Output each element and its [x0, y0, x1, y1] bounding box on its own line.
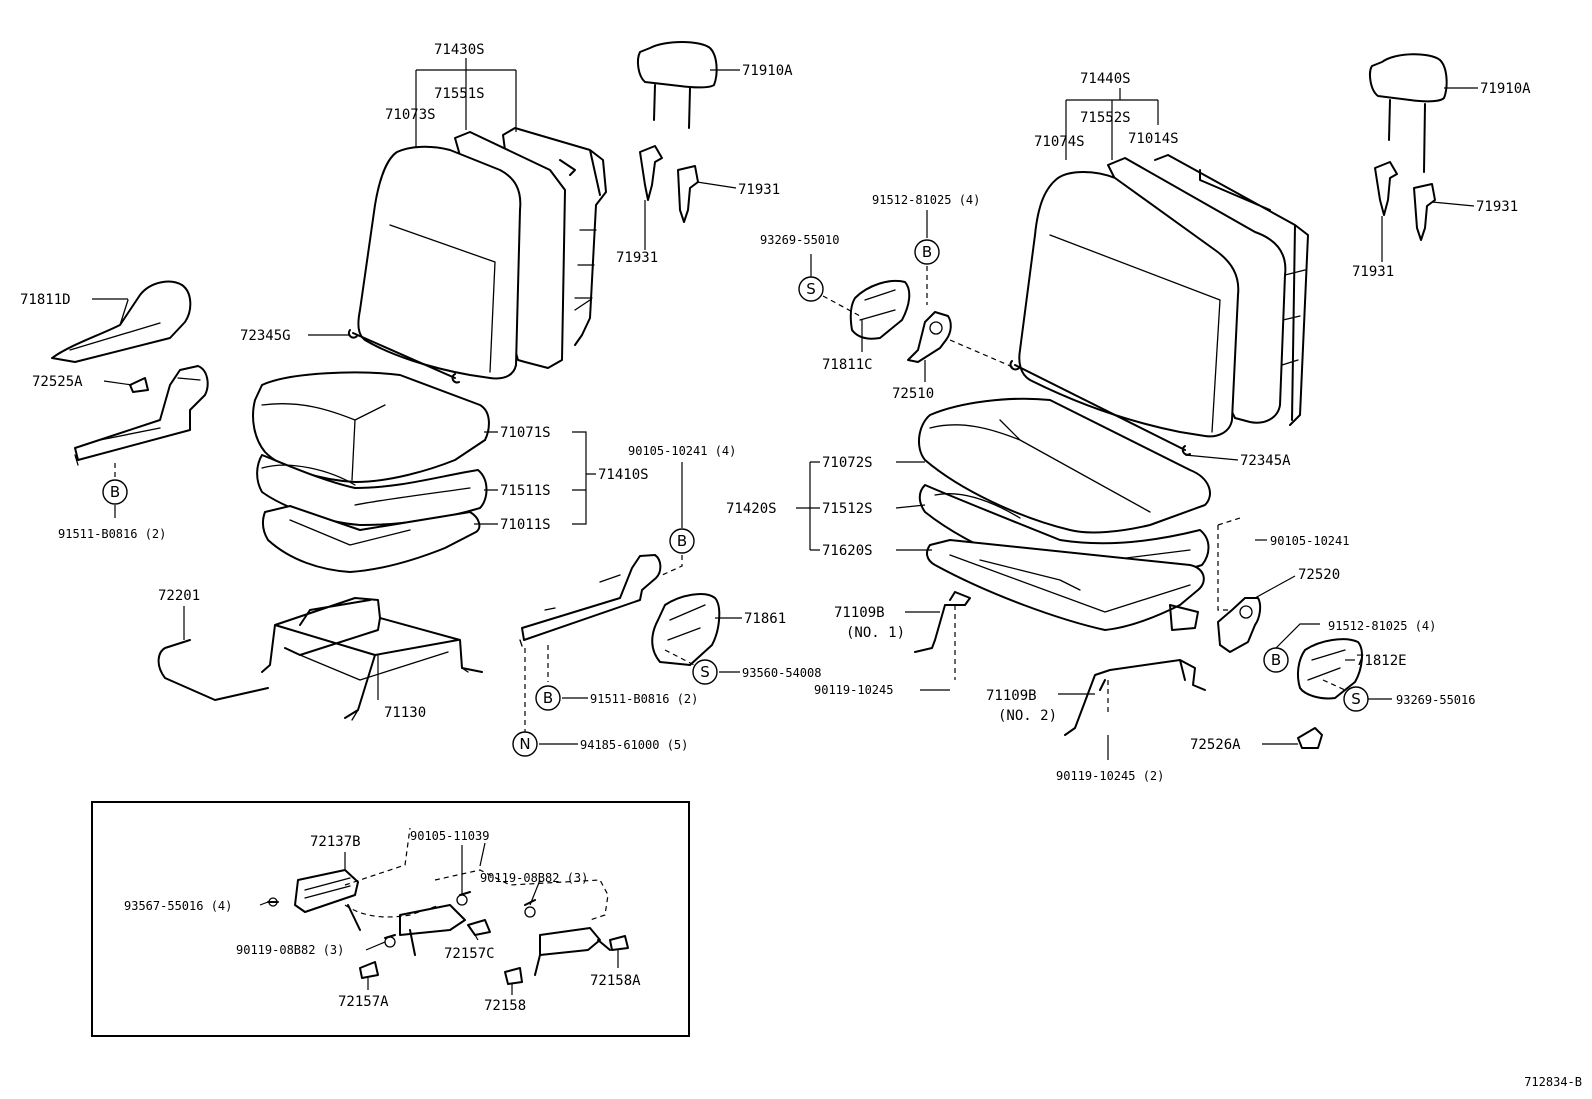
label-91511-b0816-left: 91511-B0816 (2) — [58, 527, 166, 541]
circle-b-3: B — [543, 689, 553, 707]
label-71014S: 71014S — [1128, 131, 1179, 147]
circle-b-5: B — [1271, 651, 1281, 669]
label-93567-55016: 93567-55016 (4) — [124, 899, 232, 913]
label-72157C: 72157C — [444, 946, 495, 962]
label-90105-10241-4: 90105-10241 (4) — [628, 444, 736, 458]
label-71931-right-b: 71931 — [1352, 264, 1394, 280]
label-71074S: 71074S — [1034, 134, 1085, 150]
label-71073S: 71073S — [385, 107, 436, 123]
label-93269-55010: 93269-55010 — [760, 233, 839, 247]
label-71811D: 71811D — [20, 292, 71, 308]
label-72201: 72201 — [158, 588, 200, 604]
circle-b-4: B — [922, 243, 932, 261]
label-71512S: 71512S — [822, 501, 873, 517]
label-72510: 72510 — [892, 386, 934, 402]
label-71420S: 71420S — [726, 501, 777, 517]
circle-callouts: B B S B N S B B S — [102, 239, 1369, 757]
label-72158A: 72158A — [590, 973, 641, 989]
label-71430S: 71430S — [434, 42, 485, 58]
label-71910A-left: 71910A — [742, 63, 793, 79]
label-71011S: 71011S — [500, 517, 551, 533]
label-71072S: 71072S — [822, 455, 873, 471]
label-71511S: 71511S — [500, 483, 551, 499]
label-71931-right-a: 71931 — [1476, 199, 1518, 215]
circle-s-2: S — [806, 280, 816, 298]
label-93269-55016: 93269-55016 — [1396, 693, 1475, 707]
left-headrest — [636, 41, 718, 223]
label-90119-10245-2: 90119-10245 (2) — [1056, 769, 1164, 783]
circle-s-1: S — [700, 663, 710, 681]
diagram-id: 712834-B — [1524, 1075, 1582, 1089]
label-72526A: 72526A — [1190, 737, 1241, 753]
label-90119-08b82-inset-b: 90119-08B82 (3) — [236, 943, 344, 957]
label-71811C: 71811C — [822, 357, 873, 373]
label-71071S: 71071S — [500, 425, 551, 441]
label-71910A-right: 71910A — [1480, 81, 1531, 97]
label-71620S: 71620S — [822, 543, 873, 559]
label-71109B-no2-sub: (NO. 2) — [998, 708, 1057, 724]
label-71109B-no1-sub: (NO. 1) — [846, 625, 905, 641]
label-91512-81025-bottom: 91512-81025 (4) — [1328, 619, 1436, 633]
label-72158: 72158 — [484, 998, 526, 1014]
label-71109B-no1: 71109B — [834, 605, 885, 621]
part-labels: 71430S 71551S 71073S 71910A 71931 71931 … — [20, 42, 1582, 1089]
label-91511-b0816-center: 91511-B0816 (2) — [590, 692, 698, 706]
circle-n-1: N — [519, 735, 530, 753]
label-93560-54008: 93560-54008 — [742, 666, 821, 680]
label-90105-11039: 90105-11039 — [410, 829, 489, 843]
label-91512-81025-top: 91512-81025 (4) — [872, 193, 980, 207]
label-71440S: 71440S — [1080, 71, 1131, 87]
center-adjuster-parts — [519, 554, 721, 666]
label-72525A: 72525A — [32, 374, 83, 390]
label-71410S: 71410S — [598, 467, 649, 483]
label-71552S: 71552S — [1080, 110, 1131, 126]
inset-box — [91, 801, 690, 1037]
label-71931-left-a: 71931 — [738, 182, 780, 198]
label-94185-61000: 94185-61000 (5) — [580, 738, 688, 752]
circle-b-2: B — [677, 532, 687, 550]
label-90119-08b82-inset-a: 90119-08B82 (3) — [480, 871, 588, 885]
label-71812E: 71812E — [1356, 653, 1407, 669]
circle-s-3: S — [1351, 690, 1361, 708]
label-71109B-no2: 71109B — [986, 688, 1037, 704]
label-71861: 71861 — [744, 611, 786, 627]
label-71551S: 71551S — [434, 86, 485, 102]
left-seat-assembly — [51, 127, 607, 721]
label-71931-left-b: 71931 — [616, 250, 658, 266]
label-72345G: 72345G — [240, 328, 291, 344]
label-71130: 71130 — [384, 705, 426, 721]
leader-lines — [92, 58, 1478, 995]
right-seat-assembly — [849, 154, 1363, 749]
label-90105-10241: 90105-10241 — [1270, 534, 1349, 548]
label-72520: 72520 — [1298, 567, 1340, 583]
label-72137B: 72137B — [310, 834, 361, 850]
label-72345A: 72345A — [1240, 453, 1291, 469]
label-90119-10245: 90119-10245 — [814, 683, 893, 697]
right-headrest — [1369, 53, 1448, 241]
circle-b-1: B — [110, 483, 120, 501]
label-72157A: 72157A — [338, 994, 389, 1010]
